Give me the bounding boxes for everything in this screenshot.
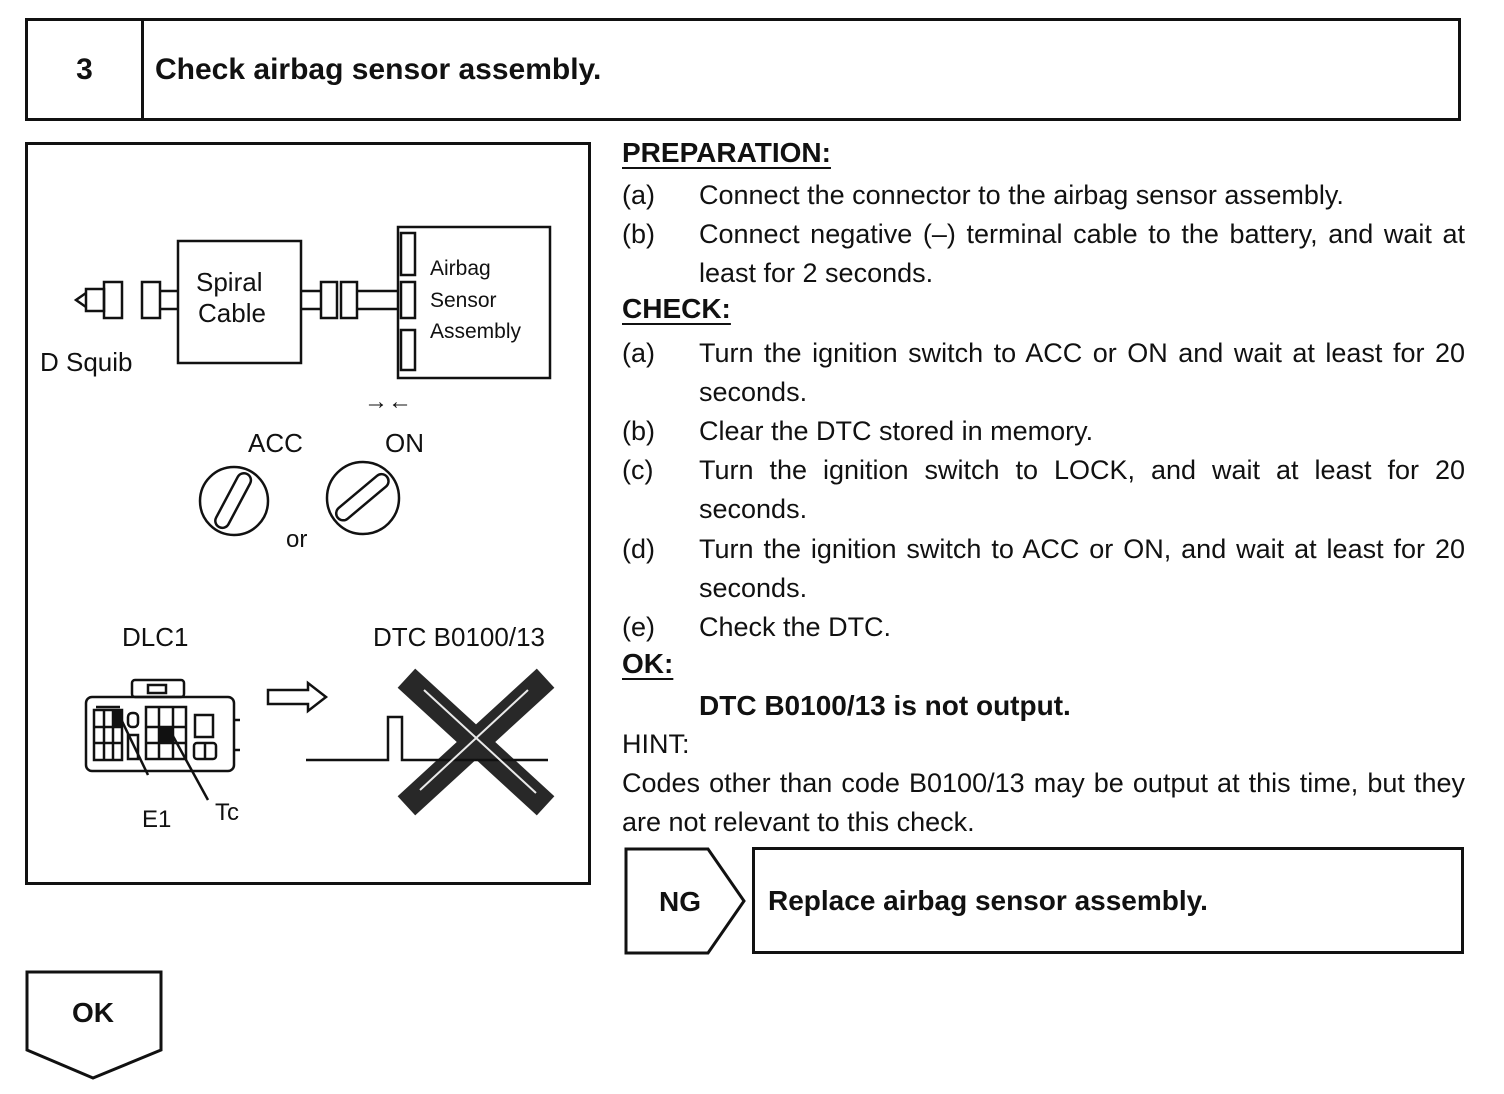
ok-heading: OK:: [622, 648, 674, 679]
dtc-waveform: [306, 715, 548, 762]
wiring-illustration: D Squib Spiral Cable Airbag Sensor Assem…: [40, 225, 555, 833]
hollow-arrow-icon: [266, 680, 329, 714]
step-title: Check airbag sensor assembly.: [155, 52, 602, 86]
spiral-cable-box: [176, 239, 303, 365]
item-label: (a): [622, 180, 655, 210]
connect-arrows: →←: [364, 388, 412, 415]
item-label: (b): [622, 219, 655, 249]
item-text: Turn the ignition switch to LOCK, and wa…: [699, 455, 1465, 524]
ok-result-text: DTC B0100/13 is not output.: [699, 690, 1071, 721]
squib-tip: [73, 291, 87, 309]
preparation-item: (b) Connect negative (–) terminal cable …: [622, 215, 1465, 293]
ng-flow-arrow: NG: [624, 847, 748, 962]
sensor-label-1: Airbag: [430, 257, 491, 280]
preparation-heading: PREPARATION:: [622, 137, 831, 168]
check-item: (b) Clear the DTC stored in memory.: [622, 412, 1465, 451]
dtc-label: DTC B0100/13: [373, 622, 545, 652]
tc-label: Tc: [215, 799, 239, 826]
hint-heading: HINT:: [622, 729, 690, 759]
sensor-pin-1: [399, 231, 417, 277]
spiral-cable-label-1: Spiral: [196, 267, 262, 297]
on-label: ON: [385, 428, 424, 458]
spiral-cable-label-2: Cable: [198, 298, 266, 328]
ng-label: NG: [659, 886, 701, 917]
check-item: (d) Turn the ignition switch to ACC or O…: [622, 530, 1465, 608]
acc-switch-icon: [198, 465, 270, 537]
hint-text: Codes other than code B0100/13 may be ou…: [622, 768, 1465, 837]
item-label: (d): [622, 534, 655, 564]
preparation-item: (a) Connect the connector to the airbag …: [622, 176, 1465, 215]
item-label: (a): [622, 338, 655, 368]
diagram-figure: D Squib Spiral Cable Airbag Sensor Assem…: [25, 142, 591, 885]
cable-connector-left: [319, 280, 339, 320]
on-switch-icon: [325, 460, 401, 536]
squib-connector-left: [102, 280, 124, 320]
squib-connector-right: [140, 280, 162, 320]
sensor-pin-2: [399, 280, 417, 320]
check-item: (c) Turn the ignition switch to LOCK, an…: [622, 451, 1465, 529]
check-heading: CHECK:: [622, 293, 731, 324]
ok-flow-arrow: OK: [25, 970, 165, 1087]
check-item: (a) Turn the ignition switch to ACC or O…: [622, 334, 1465, 412]
item-text: Turn the ignition switch to ACC or ON an…: [699, 338, 1465, 407]
item-label: (b): [622, 416, 655, 446]
item-text: Clear the DTC stored in memory.: [699, 416, 1094, 446]
step-number: 3: [28, 21, 144, 118]
acc-label: ACC: [248, 428, 303, 458]
item-label: (e): [622, 612, 655, 642]
item-text: Connect negative (–) terminal cable to t…: [699, 219, 1465, 288]
item-text: Turn the ignition switch to ACC or ON, a…: [699, 534, 1465, 603]
dlc1-label: DLC1: [122, 622, 188, 652]
step-header: 3 Check airbag sensor assembly.: [25, 18, 1461, 121]
e1-label: E1: [142, 806, 171, 833]
item-text: Check the DTC.: [699, 612, 892, 642]
sensor-pin-3: [399, 328, 417, 372]
sensor-label-2: Sensor: [430, 289, 497, 312]
cable-connector-right: [339, 280, 359, 320]
or-label: or: [286, 526, 307, 553]
sensor-assembly-box: [396, 225, 552, 380]
ng-action-text: Replace airbag sensor assembly.: [768, 884, 1208, 916]
sensor-label-3: Assembly: [430, 320, 522, 343]
item-label: (c): [622, 455, 654, 485]
squib-label: D Squib: [40, 347, 133, 377]
cross-out-icon: [397, 668, 555, 816]
item-text: Connect the connector to the airbag sens…: [699, 180, 1344, 210]
ng-action-box: Replace airbag sensor assembly.: [752, 847, 1464, 954]
ok-flow-label: OK: [72, 997, 114, 1028]
squib-plug: [84, 287, 106, 313]
check-item: (e) Check the DTC.: [622, 608, 1465, 647]
